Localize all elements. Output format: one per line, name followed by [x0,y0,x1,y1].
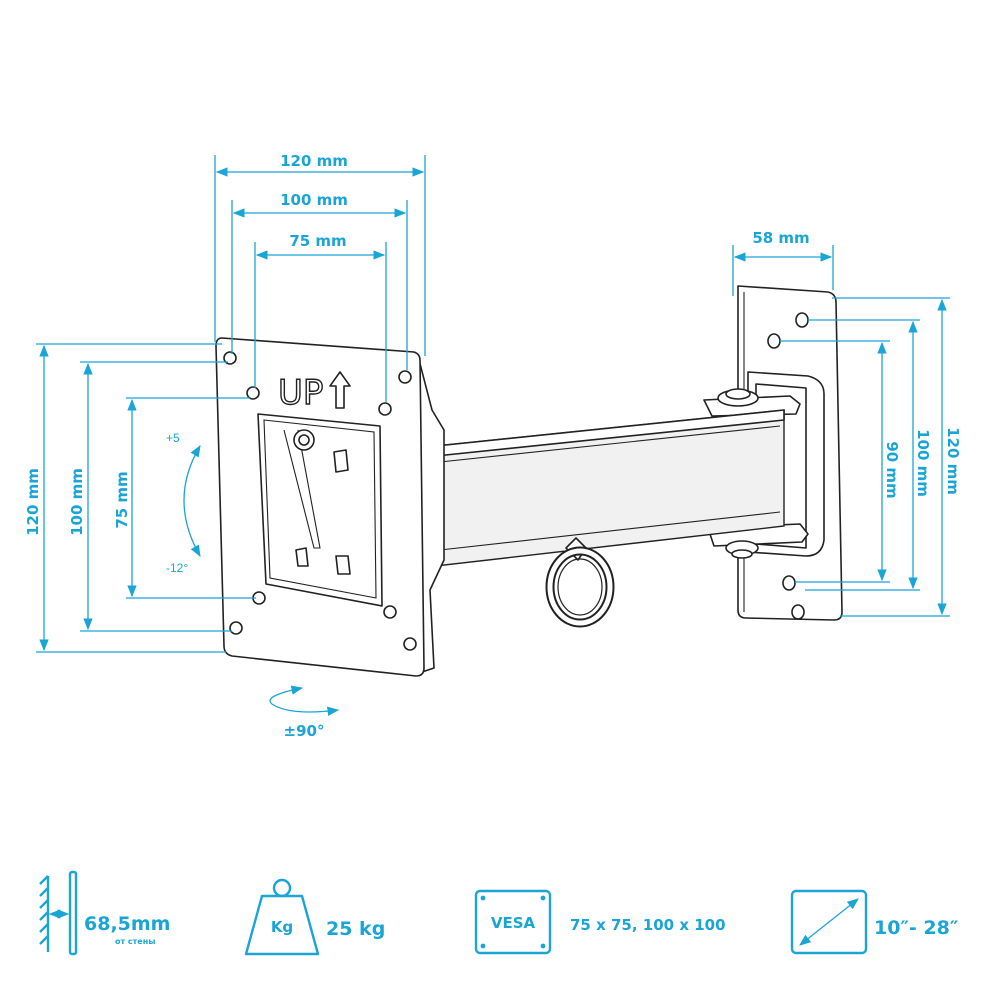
wall-plate-hole [782,575,796,591]
dim-right-90: 90 mm [883,441,901,498]
dim-left-120: 120 mm [24,468,42,536]
vesa-icon-label: VESA [491,914,536,932]
swivel-label: ±90° [284,722,325,740]
spec-weight: Kg 25 kg [244,878,385,956]
plate-up-label: UP [278,373,323,413]
spec-vesa: VESA 75 x 75, 100 x 100 [474,889,726,955]
spec-row: 68,5mm от стены Kg 25 kg VESA 75 x 75, 1… [39,870,959,956]
mount-drawing: UP [215,285,843,677]
wall-distance-icon [39,870,78,956]
wall-plate-hole [767,333,781,349]
vesa-hole [246,386,260,400]
weight-icon-label: Kg [271,918,293,936]
wall-plate-hole [795,312,809,328]
dimension-lines [36,155,950,716]
spec-weight-value: 25 kg [326,918,385,940]
dim-left-75: 75 mm [113,471,131,528]
vesa-hole [229,621,243,635]
wall-plate-hole [791,604,805,620]
vesa-hole [378,402,392,416]
tilt-up-label: +5 [166,431,180,445]
dim-wall-plate-width: 58 mm [752,229,809,247]
spec-vesa-value: 75 x 75, 100 x 100 [570,916,726,934]
weight-icon [244,878,320,956]
dim-right-120: 120 mm [944,427,962,495]
vesa-hole [398,370,412,384]
vesa-hole [383,605,397,619]
dim-top-120: 120 mm [280,152,348,170]
vesa-icon [474,889,552,955]
dimension-labels: 120 mm 100 mm 75 mm 58 mm 120 mm 100 mm … [24,152,962,740]
spec-distance-value: 68,5mm [84,913,170,935]
spec-distance: 68,5mm от стены [39,870,170,956]
spec-screen-size: 10″- 28″ [790,889,959,955]
cable-ring [545,537,615,628]
dim-top-100: 100 mm [280,191,348,209]
dim-top-75: 75 mm [289,232,346,250]
spec-distance-caption: от стены [115,937,155,946]
dim-right-100: 100 mm [914,429,932,497]
tilt-down-label: -12° [166,561,188,575]
vesa-hole [223,351,237,365]
up-arrow-icon [329,371,351,409]
vesa-plate: UP [215,337,445,677]
vesa-hole [403,637,417,651]
screen-diagonal-icon [790,889,868,955]
dim-left-100: 100 mm [68,468,86,536]
swivel-arc-icon [269,685,340,716]
spec-screen-size-value: 10″- 28″ [874,917,959,939]
tilt-arc-icon [183,444,201,558]
